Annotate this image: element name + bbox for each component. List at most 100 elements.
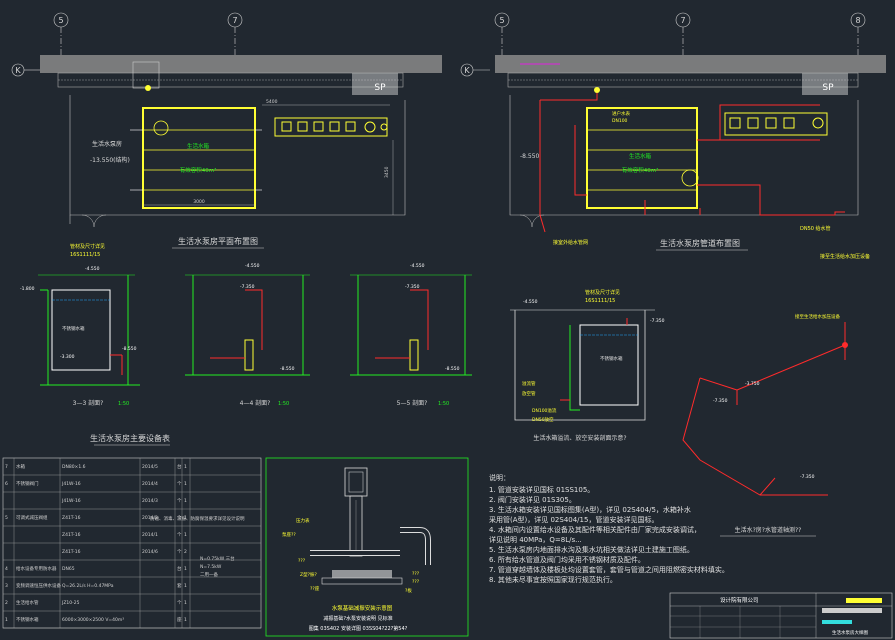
equipment-cell-unit: 台 [177,565,182,572]
equipment-cell-qty: 1 [184,464,187,470]
pd-label-6: ??座 [310,585,320,592]
section-3-3: 不锈钢水箱 管材及尺寸详见 16S1111/15 -4.550 -1.800 -… [20,243,140,407]
equipment-cell-qty: 1 [184,481,187,487]
equipment-cell-unit: 个 [177,549,182,555]
s33-level-4: -3.300 [60,354,75,360]
equipment-cell-name: 水箱 [16,463,25,470]
s33-callout2: 16S1111/15 [70,252,100,258]
equipment-cell-spec: Z41T-16 [62,532,81,538]
equipment-cell-name: 不锈钢阀门 [16,480,39,487]
ti-label-1: 放空管 [522,390,536,397]
s55-level-0: -4.550 [410,263,425,269]
equipment-cell-code: 2014/5 [142,464,158,470]
pd-label-5: ??? [412,579,420,585]
equipment-cell-no: 7 [5,464,8,470]
note-line: 3. 生活水箱安装详见国标图集(A型)，详见 02S404/5，水箱补水 [489,505,691,514]
tb-project: 生活水泵房大样图 [832,629,868,636]
equipment-cell-unit: 个 [177,600,182,606]
s33-callout1: 管材及尺寸详见 [70,243,105,250]
equipment-cell-spec: J41W-16 [61,498,81,504]
note-line: 4. 水箱间内设置给水设备及其配件等相关配件由厂家完成安装调试， [489,525,701,534]
s33-title: 3—3 剖面? [73,399,104,407]
pd-label-2: ??? [298,558,306,564]
ti-callout1: 管材及尺寸详见 [585,289,620,296]
piping-note-top1: 进户水表 [612,110,630,117]
note-line: 详见说明 40MPa，Q=8L/s... [489,535,582,544]
s33-tank: 不锈钢水箱 [62,325,85,332]
s44-title: 4—4 剖面? [240,399,271,407]
grid-label-kb: K [464,66,470,75]
equipment-cell-unit: 个 [177,532,182,538]
note-line: 采用管(A型)，详见 02S404/15，管道安装详见国标。 [489,515,658,524]
s44-level-0: -4.550 [245,263,260,269]
s55-level-1: -7.350 [405,284,420,290]
ti-level-1: -7.350 [650,318,665,324]
piping-note-3: 接至生活给水加压设备 [820,253,870,260]
isometric-view: 接至生活给水加压设备 -3.750 -7.350 -7.350 生活水?房?水管… [682,313,848,537]
pd-title: 水泵基础减振安装示意图 [332,604,393,612]
section-5-5: -4.550 -7.350 -8.550 5—5 剖面? 1:50 [350,263,472,407]
piping-note-top2: DN100 [612,118,628,124]
equipment-cell-qty: 2 [184,549,187,555]
piping-tank-text1: 生活水箱 [629,152,652,160]
tb-company: 设计院有限公司 [720,596,759,604]
equipment-cell-qty: 1 [184,617,187,623]
s55-title: 5—5 剖面? [397,399,428,407]
s44-level-2: -8.550 [280,366,295,372]
ti-label-3: DN50放空 [532,416,554,423]
design-notes: 说明： 1. 管道安装详见国标 01SS105。2. 阀门安装详见 01S305… [489,473,729,584]
ti-title: 生活水箱溢流、放空安装剖面示意? [533,434,626,442]
pd-label-0: 压力表 [296,517,310,524]
pd-note2: 图集 03S402 安装详图 03SS04?22?第54? [309,625,408,632]
note-line: 6. 所有给水管道及阀门均采用不锈钢材质及配件。 [489,555,645,564]
equipment-cell-spec: JZ10-25 [61,600,80,606]
equipment-cell-no: 5 [5,515,8,521]
note-line: 1. 管道安装详见国标 01SS105。 [489,485,594,494]
s33-level-0: -4.550 [85,266,100,272]
equipment-cell-code: 2014/1 [142,532,158,538]
ti-tank: 不锈钢水箱 [600,355,623,362]
equipment-title: 生活水泵房主要设备表 [90,433,170,443]
piping-view: SP 生活水箱 有效容积40m³ [495,55,886,260]
tank-install-section: 不锈钢水箱 管材及尺寸详见 16S1111/15 -4.550 -7.350 溢… [510,289,665,442]
grid-label-k: K [15,66,21,75]
pump-detail: 压力表 泵座?? ??? Z型?振? ??座 ??? ??? ?板 水泵基础减振… [265,457,469,637]
equipment-cell-no: 6 [5,481,8,487]
pd-label-4: Z型?振? [300,571,317,578]
equipment-cell-qty: 1 [184,583,187,589]
grid-axes [11,12,866,77]
plan-tank-text1: 生活水箱 [187,142,210,150]
equipment-cell-code: 2014/4 [142,481,158,487]
equipment-cell-name: 变频调速恒压供水设备 [16,582,61,589]
plan-dim-3: 3450 [384,166,390,178]
s55-level-2: -8.550 [445,366,460,372]
iso-top-label: 接至生活给水加压设备 [795,313,840,320]
plan-level-text: -13.550(结构) [90,156,130,164]
pd-note1: 减振基础?水泵安装说明 见标准 [323,615,392,622]
ti-label-2: DN100溢流 [532,407,557,414]
section-4-4: -4.550 -7.350 -8.550 4—4 剖面? 1:50 [185,263,310,407]
iso-title: 生活水?房?水管道轴测?? [735,526,802,534]
equipment-cell-name: 不锈钢水箱 [16,616,39,623]
pd-label-1: 泵座?? [282,531,296,538]
equipment-cell-spec: Z41T-16 [62,515,81,521]
ti-callout2: 16S1111/15 [585,298,615,304]
equipment-cell-no: 4 [5,566,8,572]
piping-note-2: DN50 给水管 [800,225,831,232]
piping-note-1: 接室外给水管网 [553,239,588,246]
equipment-cell-code: 2014/3 [142,498,158,504]
equipment-cell-unit: 个 [177,481,182,487]
note-line: 5. 生活水泵房内地面排水沟及集水坑相关做法详见土建施工图纸。 [489,545,694,554]
plan-sp-label: SP [374,83,386,93]
ti-level-0: -4.550 [523,299,538,305]
plan-title: 生活水泵房平面布置图 [178,236,258,246]
equipment-side-note: 防磁、消毒、减振、防腐保温要求详见设计说明 [150,515,245,522]
pd-label-3: ??? [412,571,420,577]
equipment-param3: 二用一备 [200,571,218,578]
equipment-param2: N=7.5kW [200,564,222,570]
grid-label-5: 5 [58,16,63,25]
s44-level-1: -7.350 [240,284,255,290]
equipment-cell-name: 可调式减压阀组 [16,514,48,521]
plan-dim-1: 5400 [266,99,278,105]
